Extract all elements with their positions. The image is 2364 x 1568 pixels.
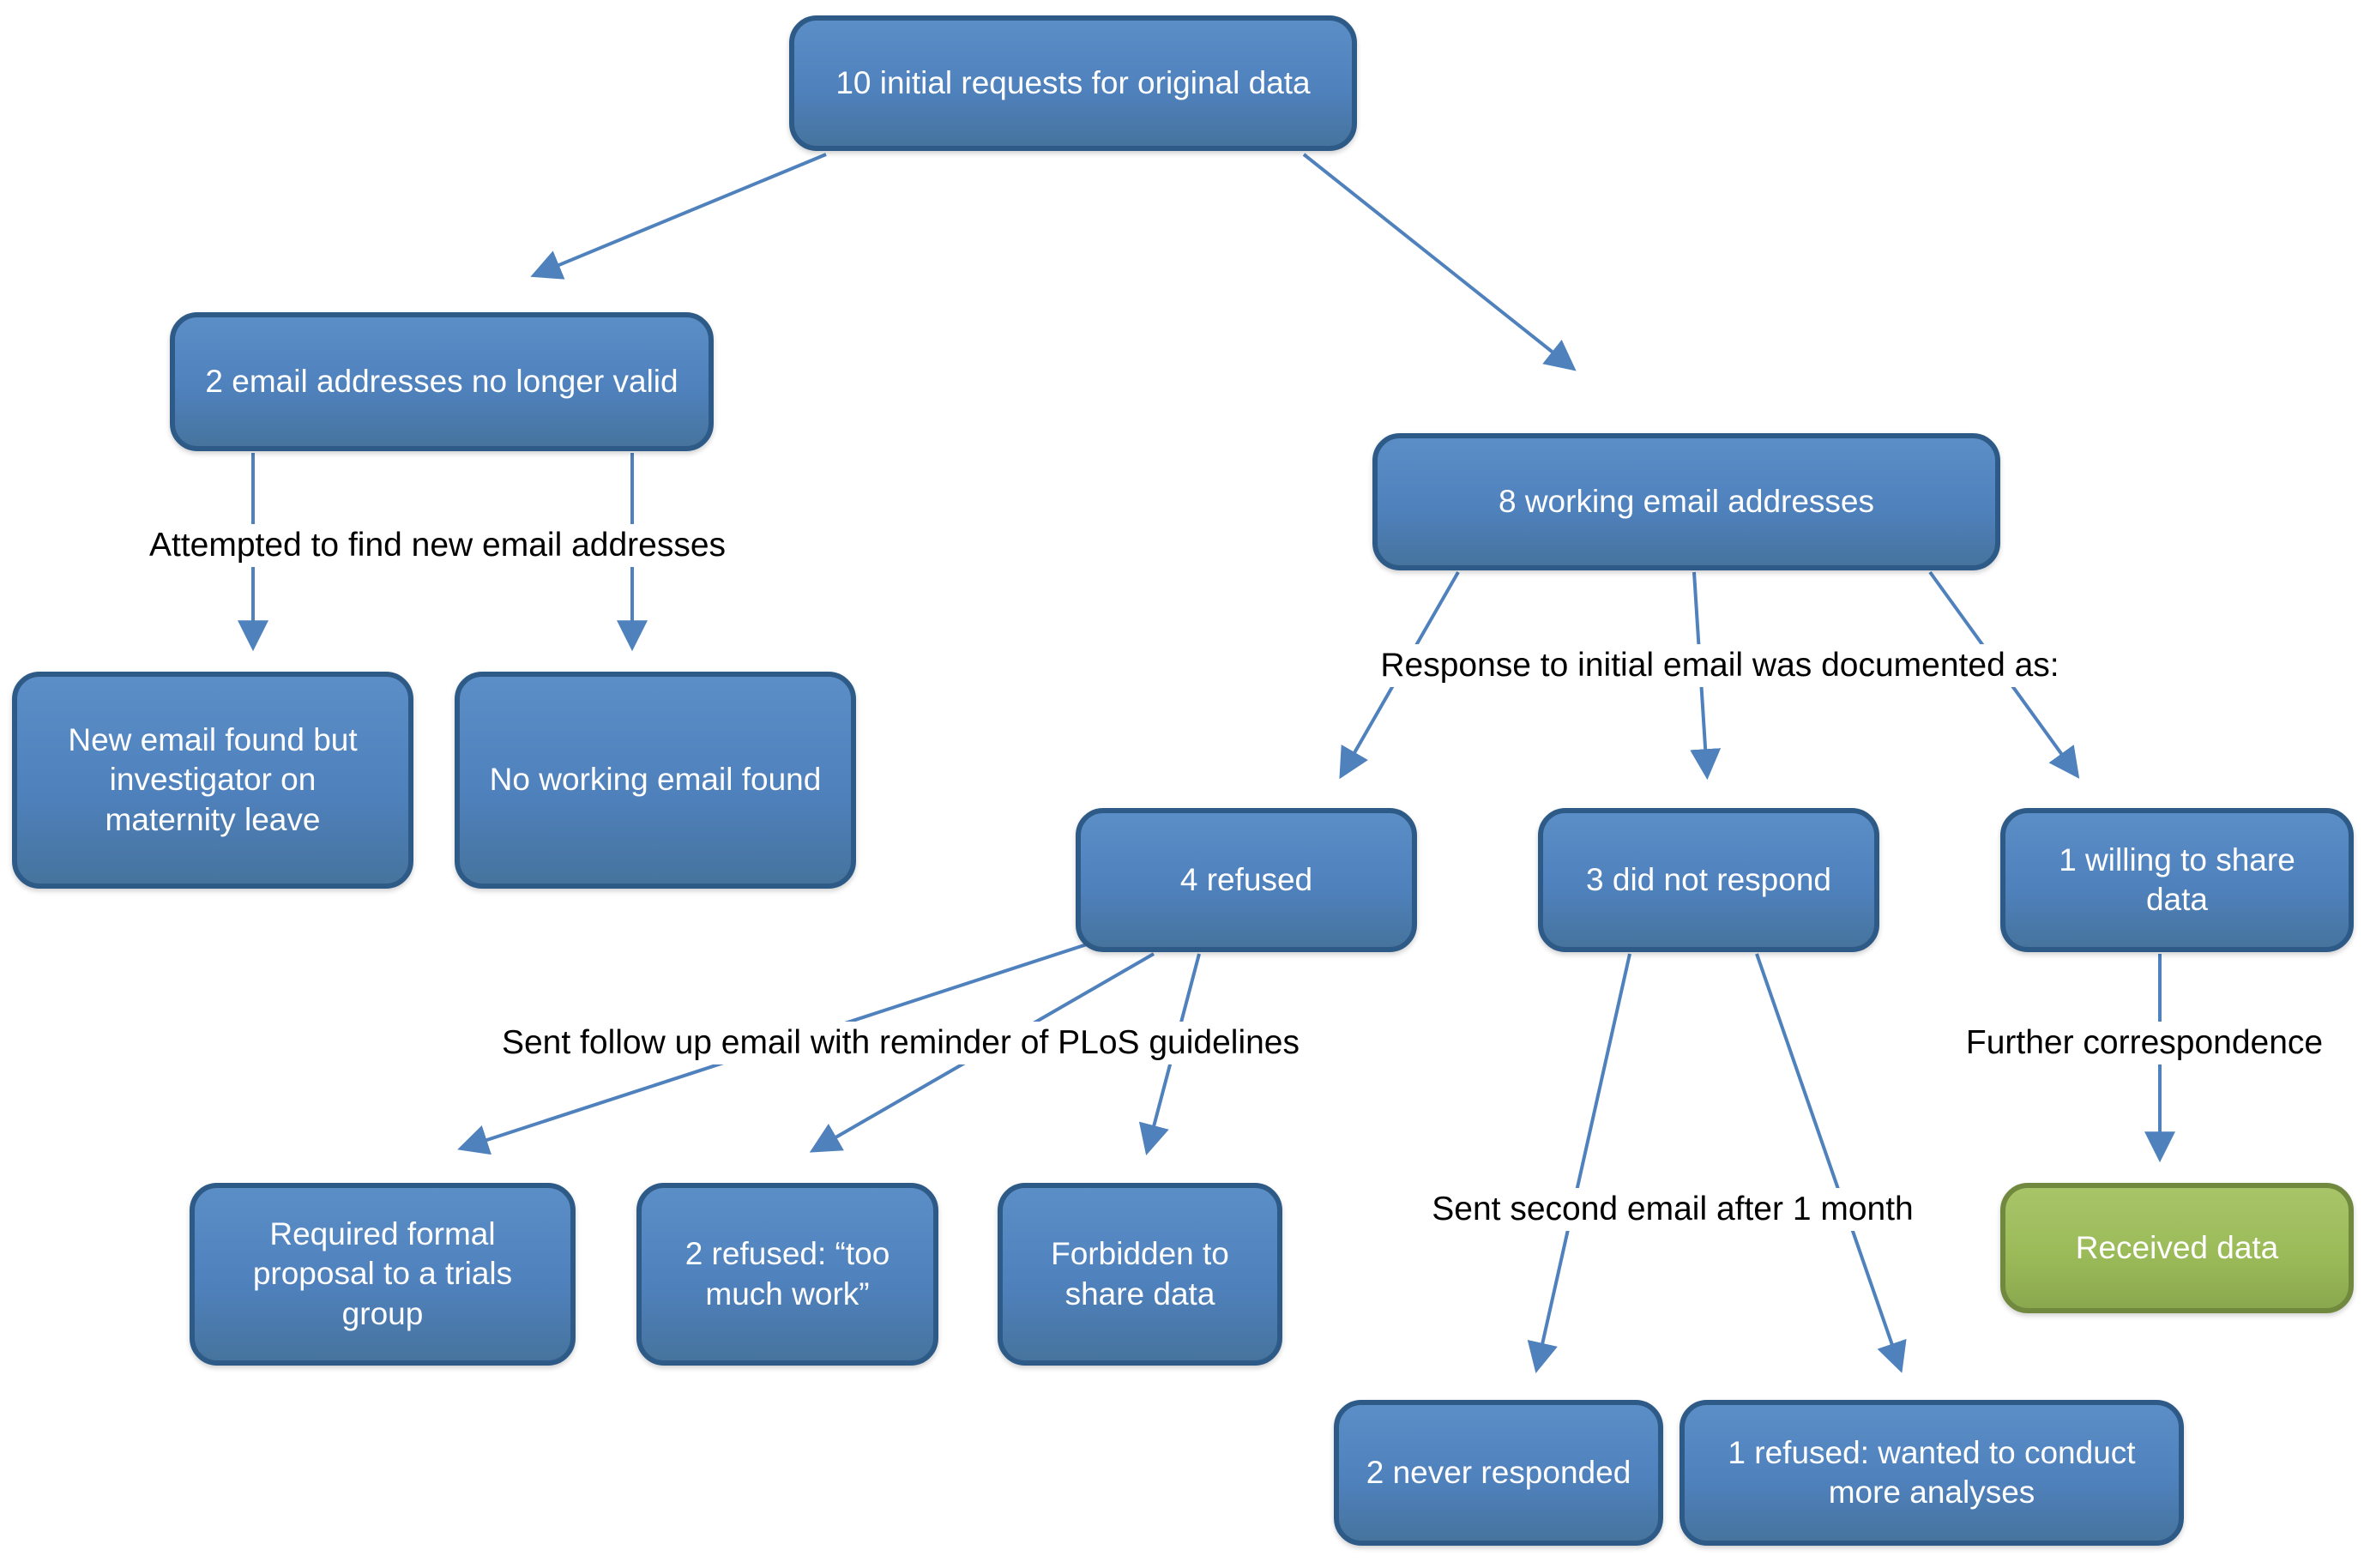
edge-label-further-correspondence: Further correspondence	[1930, 1019, 2359, 1067]
node-received-data: Received data	[2000, 1183, 2354, 1313]
edge-label-second-email: Sent second email after 1 month	[1364, 1185, 1981, 1233]
node-forbidden-to-share: Forbidden to share data	[998, 1183, 1282, 1366]
node-formal-proposal: Required formal proposal to a trials gro…	[190, 1183, 576, 1366]
node-new-email-found: New email found but investigator on mate…	[12, 672, 413, 889]
node-too-much-work: 2 refused: “too much work”	[636, 1183, 938, 1366]
arrow-initial-to-working	[1302, 153, 1577, 371]
node-no-working-email: No working email found	[455, 672, 856, 889]
arrow-norespond-to-refused1	[1755, 953, 1907, 1373]
node-working-emails: 8 working email addresses	[1372, 433, 2000, 570]
edge-label-followup-plos: Sent follow up email with reminder of PL…	[446, 1019, 1355, 1067]
edge-label-attempted-new-addresses: Attempted to find new email addresses	[69, 522, 806, 570]
arrow-norespond-to-never	[1527, 953, 1631, 1374]
arrow-initial-to-invalid	[530, 153, 827, 280]
node-initial-requests: 10 initial requests for original data	[789, 15, 1357, 151]
node-did-not-respond: 3 did not respond	[1538, 808, 1879, 952]
node-willing-to-share: 1 willing to share data	[2000, 808, 2354, 952]
node-invalid-emails: 2 email addresses no longer valid	[170, 312, 714, 451]
node-refused: 4 refused	[1076, 808, 1417, 952]
node-never-responded: 2 never responded	[1334, 1400, 1663, 1546]
edge-label-response-documented: Response to initial email was documented…	[1312, 642, 2127, 690]
node-refused-more-analyses: 1 refused: wanted to conduct more analys…	[1680, 1400, 2184, 1546]
